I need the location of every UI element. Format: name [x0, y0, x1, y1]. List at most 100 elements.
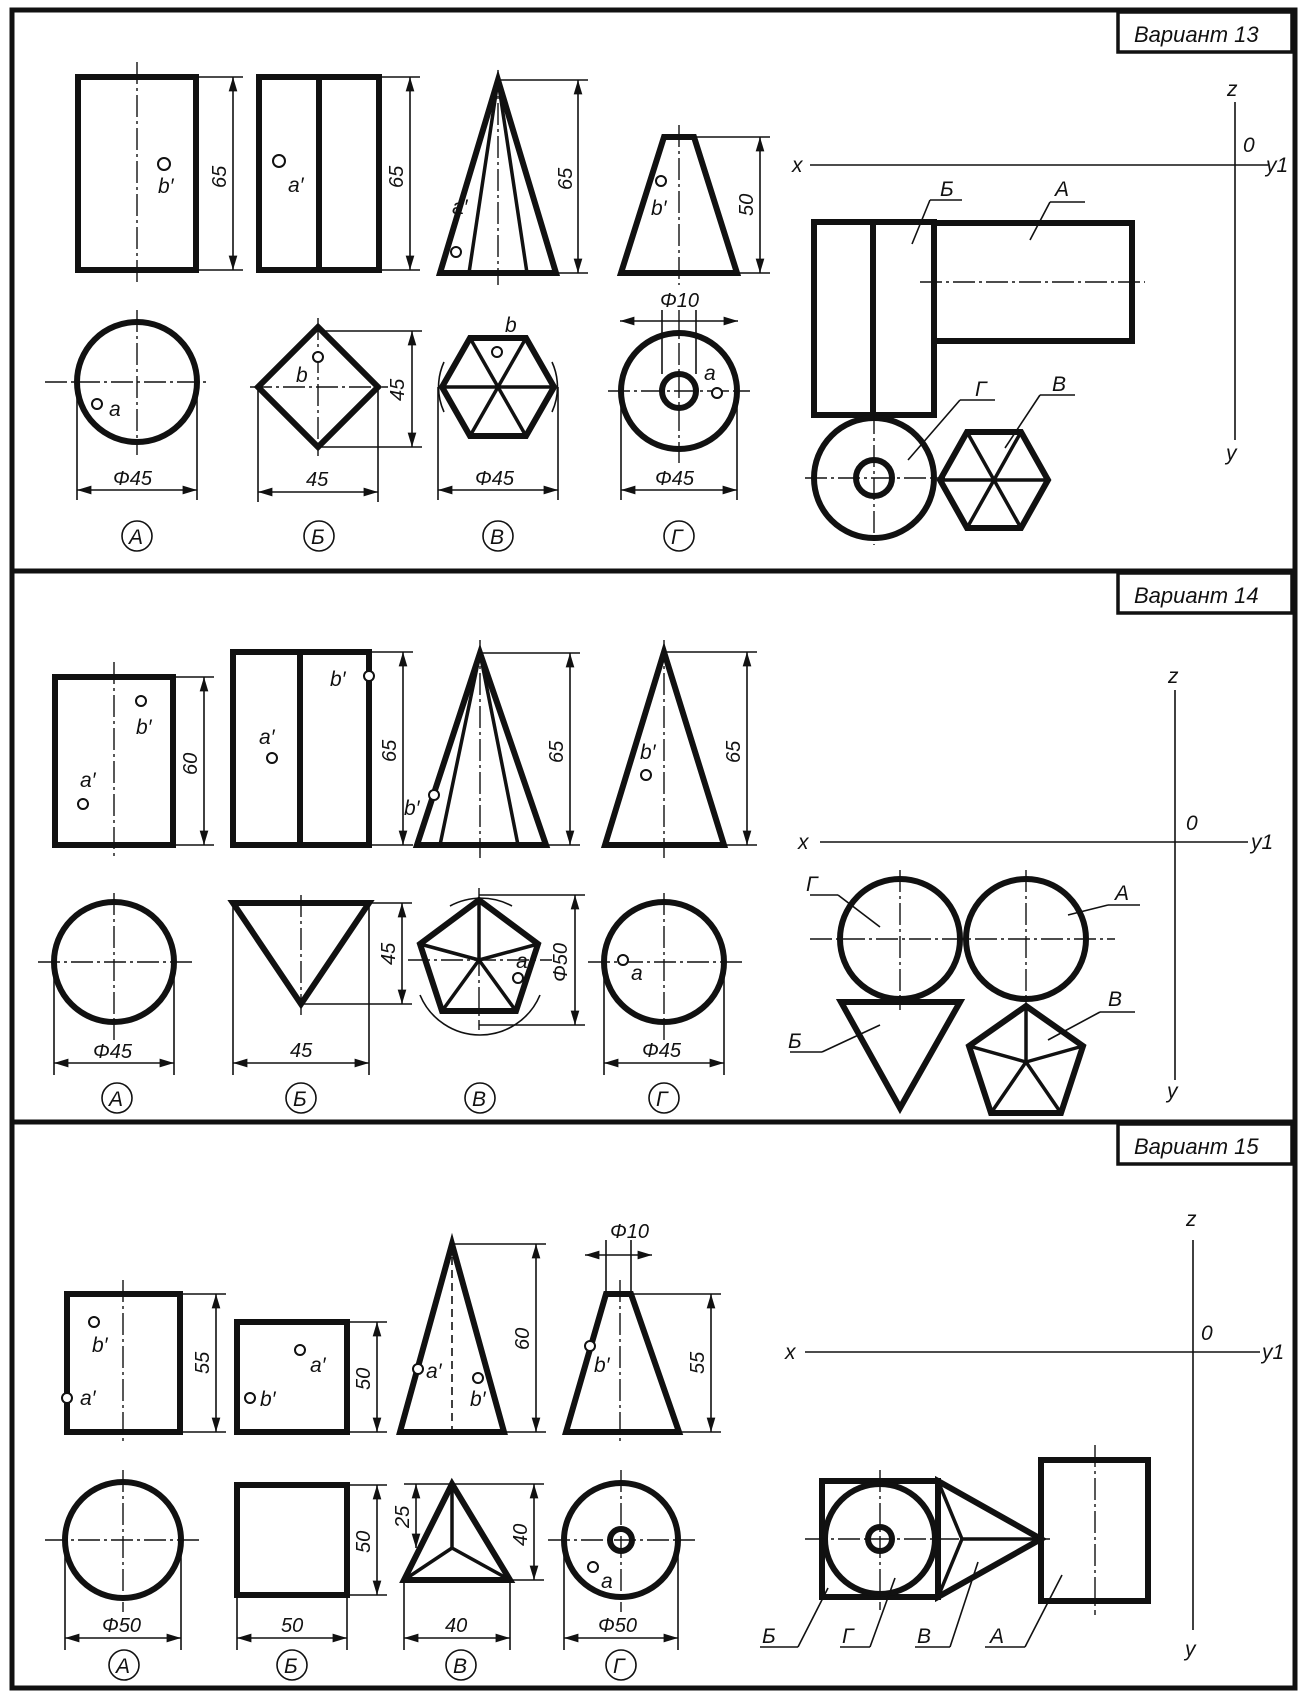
- figure-label: Б: [311, 526, 325, 549]
- assembly-pyramid: [965, 1002, 1087, 1116]
- dim-label: 60: [180, 753, 202, 775]
- point-label: a′: [288, 174, 305, 197]
- point-label: b′: [651, 197, 668, 220]
- figure-label: Б: [284, 1655, 298, 1678]
- assembly-view: Б А Г В: [805, 178, 1145, 545]
- axis-label-o: 0: [1201, 1322, 1213, 1345]
- point-marker: [587, 1561, 599, 1573]
- point-marker: [61, 1392, 73, 1404]
- variant-title-box: [1116, 10, 1294, 54]
- leader-line: [837, 894, 881, 928]
- figure-label-circle: [121, 520, 153, 552]
- dim-label: 45: [290, 1040, 313, 1062]
- figure-a-cylinder: b′ 65 a Φ45 А: [45, 62, 243, 552]
- figure-label: А: [107, 1088, 123, 1111]
- edge-line: [989, 1061, 1028, 1114]
- part-label: А: [1113, 882, 1129, 905]
- edge-line: [936, 1538, 964, 1598]
- figure-label-circle: [445, 1649, 477, 1681]
- point-label: a′: [452, 196, 469, 219]
- axis-label-x: x: [784, 1341, 797, 1364]
- variant-title-box: [1116, 1122, 1294, 1166]
- variant-15-panel: Вариант 15 b′ a′ 55 Φ50 А: [45, 1122, 1294, 1681]
- figure-label-circle: [108, 1649, 140, 1681]
- dim-label: Φ45: [93, 1041, 133, 1063]
- figure-label-circle: [648, 1082, 680, 1114]
- assembly-view: Б Г В А: [760, 1445, 1151, 1648]
- figure-label-circle: [605, 1649, 637, 1681]
- projection-axes: x z 0 y1 y: [784, 1208, 1284, 1661]
- edge-line: [478, 942, 539, 962]
- part-label: Б: [788, 1030, 802, 1053]
- part-label: А: [1053, 178, 1069, 201]
- point-label: b: [505, 314, 517, 337]
- part-label: В: [1052, 373, 1066, 396]
- variant-title: Вариант 13: [1134, 22, 1259, 47]
- point-marker: [88, 1316, 100, 1328]
- dim-label: 55: [687, 1351, 709, 1374]
- part-label: Б: [762, 1625, 776, 1648]
- point-label: b′: [330, 668, 347, 691]
- axis-label-y: y: [1183, 1638, 1197, 1661]
- point-label: b: [296, 364, 308, 387]
- assembly-prism: [835, 999, 966, 1115]
- axis-label-o: 0: [1186, 812, 1198, 835]
- dim-label: 65: [386, 165, 408, 188]
- figure-g-frustum: b′ 50 a Φ10 Φ45 Г: [608, 125, 770, 552]
- figure-label: А: [114, 1655, 130, 1678]
- figure-label-circle: [276, 1649, 308, 1681]
- leader-line: [797, 1587, 829, 1648]
- top-view: [234, 1482, 350, 1598]
- leader-line: [949, 1561, 979, 1648]
- circumscribed-arc: [419, 994, 541, 1036]
- variant-title-box: [1116, 571, 1294, 615]
- point-marker: [472, 1372, 484, 1384]
- point-label: a: [109, 398, 121, 421]
- figure-label: Б: [293, 1088, 307, 1111]
- dim-label: 40: [445, 1615, 467, 1637]
- point-label: b′: [594, 1354, 611, 1377]
- point-label: a′: [80, 1387, 97, 1410]
- edge-line: [478, 652, 520, 846]
- part-label: Г: [842, 1625, 855, 1648]
- edge-line: [496, 79, 529, 274]
- figure-label: В: [453, 1655, 467, 1678]
- axis-label-x: x: [791, 154, 804, 177]
- part-label: В: [917, 1625, 931, 1648]
- figure-b-prism: a′ 65 b 45 45 Б: [250, 74, 422, 552]
- axis-label-y: y: [1165, 1080, 1179, 1103]
- point-label: b′: [640, 741, 657, 764]
- variant-title: Вариант 14: [1134, 583, 1259, 608]
- point-marker: [294, 1344, 306, 1356]
- edge-line: [936, 1480, 964, 1540]
- dim-label: Φ45: [642, 1040, 682, 1062]
- point-label: b′: [404, 797, 421, 820]
- circumscribed-arc: [449, 897, 513, 907]
- variant-title: Вариант 15: [1134, 1134, 1259, 1159]
- figure-label: Г: [613, 1655, 626, 1678]
- dim-label: Φ50: [102, 1615, 141, 1637]
- axis-label-x: x: [797, 831, 810, 854]
- point-label: b′: [470, 1388, 487, 1411]
- point-marker: [617, 954, 629, 966]
- assembly-view: Г А Б В: [788, 870, 1140, 1116]
- figure-b-prism: b′ a′ 65 45 45 Б: [227, 649, 413, 1114]
- dim-label: 45: [306, 469, 329, 491]
- dim-label: Φ45: [655, 468, 695, 490]
- point-marker: [312, 351, 324, 363]
- edge-line: [438, 652, 482, 846]
- point-label: a: [631, 962, 643, 985]
- point-marker: [655, 175, 667, 187]
- figure-g-frustum: b′ 55 Φ10 a Φ50 Г: [548, 1221, 721, 1681]
- point-label: a: [516, 950, 528, 973]
- dim-label: Φ10: [660, 290, 699, 312]
- dim-label: Φ45: [113, 468, 153, 490]
- point-marker: [266, 752, 278, 764]
- edge-line: [440, 958, 481, 1013]
- figure-g-cone: b′ 65 a Φ45 Г: [588, 640, 757, 1114]
- dim-label: 50: [736, 194, 758, 216]
- edge-line: [477, 958, 518, 1013]
- leader-line: [1004, 394, 1041, 449]
- figure-label-circle: [285, 1082, 317, 1114]
- edge-line: [403, 1546, 453, 1582]
